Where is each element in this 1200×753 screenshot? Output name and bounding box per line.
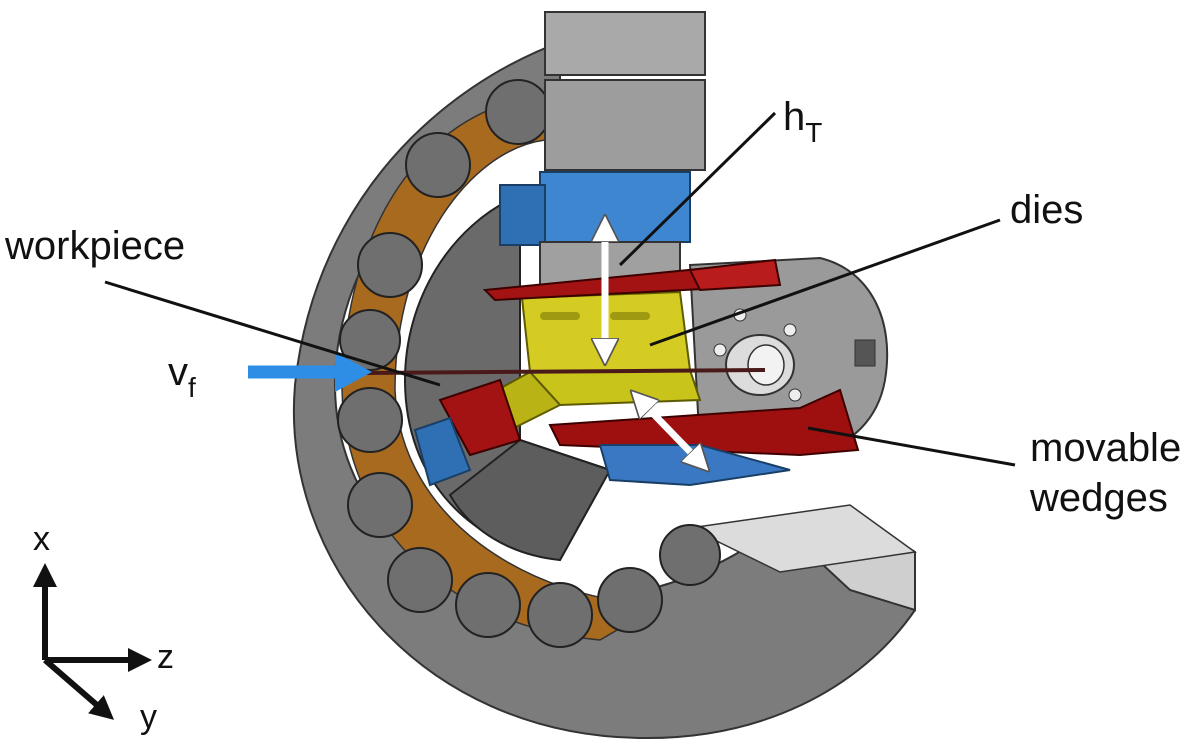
wedge-motion-arrow xyxy=(640,400,700,462)
axis-y-label: y xyxy=(140,698,157,736)
outer-housing xyxy=(292,11,917,740)
workpiece-label: workpiece xyxy=(5,224,186,268)
coordinate-axes xyxy=(33,563,152,720)
movable-label: movable xyxy=(1030,426,1182,470)
ht-label: hT xyxy=(783,95,823,148)
wedges-label: wedges xyxy=(1030,476,1168,520)
rollers xyxy=(337,79,721,648)
dies-label: dies xyxy=(1010,188,1084,232)
dies-part xyxy=(468,290,702,437)
leader-lines xyxy=(104,111,1016,467)
axis-x-label: x xyxy=(33,520,50,558)
axis-z-label: z xyxy=(157,638,174,676)
workpiece-strip xyxy=(364,368,766,375)
vf-label: vf xyxy=(168,350,196,403)
feed-arrow-head xyxy=(335,352,372,392)
